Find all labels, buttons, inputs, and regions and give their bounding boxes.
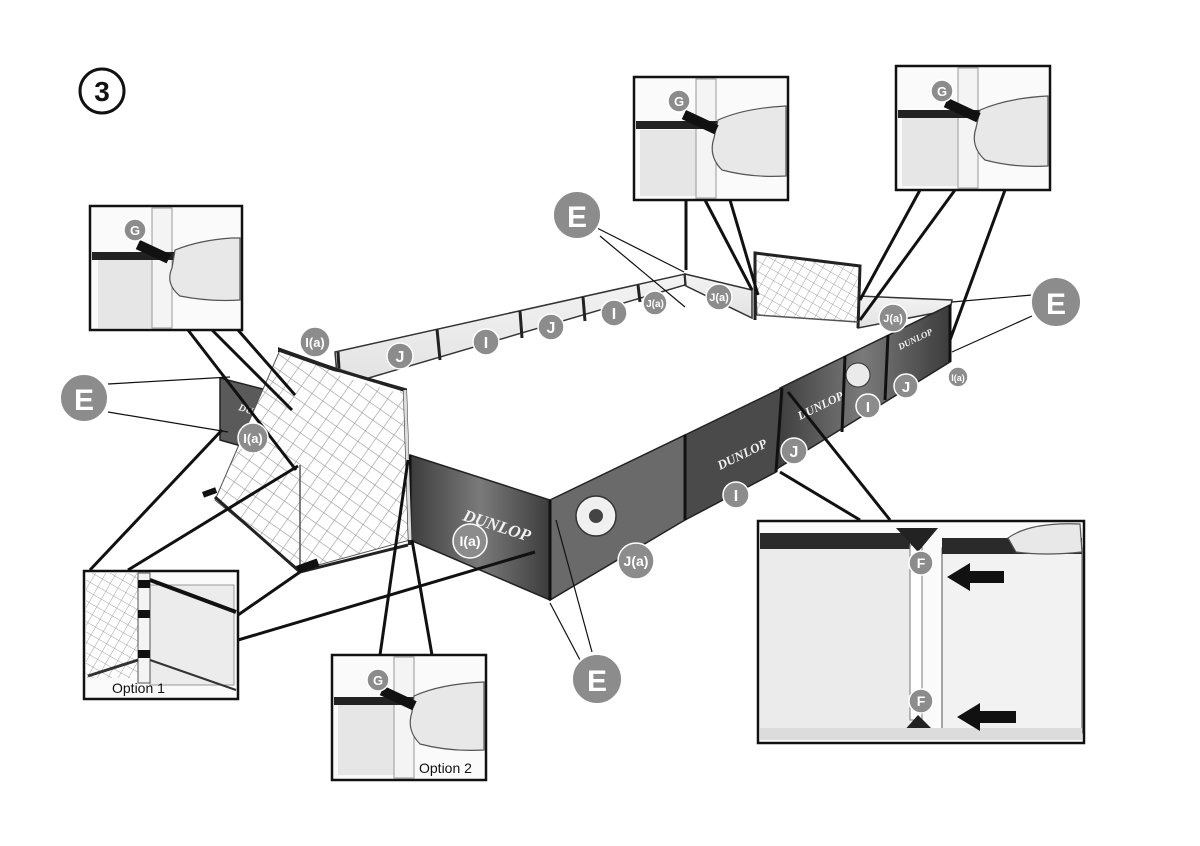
svg-text:F: F bbox=[917, 693, 926, 709]
step-number-badge: 3 bbox=[78, 67, 126, 115]
svg-text:F: F bbox=[917, 555, 926, 571]
option-2-caption: Option 2 bbox=[419, 760, 472, 776]
label-Ia: I(a) bbox=[299, 326, 331, 358]
label-E: E bbox=[552, 190, 602, 240]
label-E: E bbox=[1030, 276, 1082, 328]
inset-option-1: Option 1 bbox=[82, 569, 240, 701]
back-wall bbox=[334, 273, 688, 388]
label-Ia: I(a) bbox=[947, 366, 969, 388]
label-E: E bbox=[571, 653, 623, 705]
label-I: I bbox=[722, 481, 750, 509]
label-Ia: I(a) bbox=[237, 422, 269, 454]
inset-velcro-middle bbox=[632, 75, 790, 202]
svg-text:I(a): I(a) bbox=[243, 431, 263, 446]
label-J: J bbox=[537, 313, 565, 341]
label-G: G bbox=[123, 218, 147, 242]
svg-text:J: J bbox=[902, 379, 910, 396]
svg-text:E: E bbox=[567, 201, 587, 234]
label-Ia: I(a) bbox=[452, 523, 488, 559]
svg-text:J(a): J(a) bbox=[709, 292, 729, 304]
step-number: 3 bbox=[94, 76, 110, 107]
svg-text:G: G bbox=[674, 94, 684, 109]
inset-option-2: Option 2 bbox=[330, 653, 488, 782]
svg-text:I(a): I(a) bbox=[951, 373, 965, 383]
label-Ja: J(a) bbox=[642, 290, 668, 316]
svg-text:J: J bbox=[547, 320, 556, 337]
svg-text:E: E bbox=[1046, 288, 1066, 321]
label-G: G bbox=[930, 79, 954, 103]
arrow-left-icon bbox=[957, 703, 1016, 731]
label-I: I bbox=[855, 393, 881, 419]
near-goal bbox=[202, 347, 412, 574]
label-Ja: J(a) bbox=[878, 303, 908, 333]
label-F: F bbox=[908, 688, 934, 714]
inset-velcro-left bbox=[88, 204, 244, 332]
label-J: J bbox=[893, 373, 919, 399]
arrow-left-icon bbox=[947, 563, 1004, 591]
label-Ja: J(a) bbox=[617, 542, 655, 580]
svg-text:E: E bbox=[74, 384, 94, 417]
label-G: G bbox=[667, 89, 691, 113]
part-labels: E E E E G G G G bbox=[59, 79, 1082, 714]
svg-text:I(a): I(a) bbox=[460, 533, 481, 549]
inset-velcro-right bbox=[894, 64, 1052, 192]
svg-text:G: G bbox=[130, 223, 140, 238]
inset-connector-detail bbox=[756, 519, 1086, 745]
svg-text:J: J bbox=[790, 444, 799, 461]
svg-text:I(a): I(a) bbox=[305, 335, 325, 350]
svg-text:J(a): J(a) bbox=[624, 553, 649, 569]
label-J: J bbox=[780, 437, 808, 465]
label-F: F bbox=[908, 550, 934, 576]
option-1-caption: Option 1 bbox=[112, 680, 165, 696]
label-I: I bbox=[600, 299, 628, 327]
label-Ja: J(a) bbox=[705, 283, 733, 311]
svg-text:J(a): J(a) bbox=[883, 313, 903, 325]
label-E: E bbox=[59, 373, 109, 423]
svg-text:I: I bbox=[484, 335, 488, 352]
callout-connectors bbox=[88, 189, 1007, 656]
svg-text:J: J bbox=[396, 349, 405, 366]
label-J: J bbox=[386, 342, 414, 370]
svg-text:G: G bbox=[937, 84, 947, 99]
label-G: G bbox=[366, 668, 390, 692]
svg-text:G: G bbox=[373, 673, 383, 688]
far-goal bbox=[753, 251, 862, 329]
label-I: I bbox=[472, 328, 500, 356]
svg-text:E: E bbox=[587, 665, 607, 698]
svg-text:I: I bbox=[866, 399, 870, 416]
leader-lines bbox=[107, 227, 1033, 661]
svg-text:J(a): J(a) bbox=[646, 299, 664, 310]
svg-text:I: I bbox=[734, 488, 738, 505]
svg-text:I: I bbox=[612, 306, 616, 323]
